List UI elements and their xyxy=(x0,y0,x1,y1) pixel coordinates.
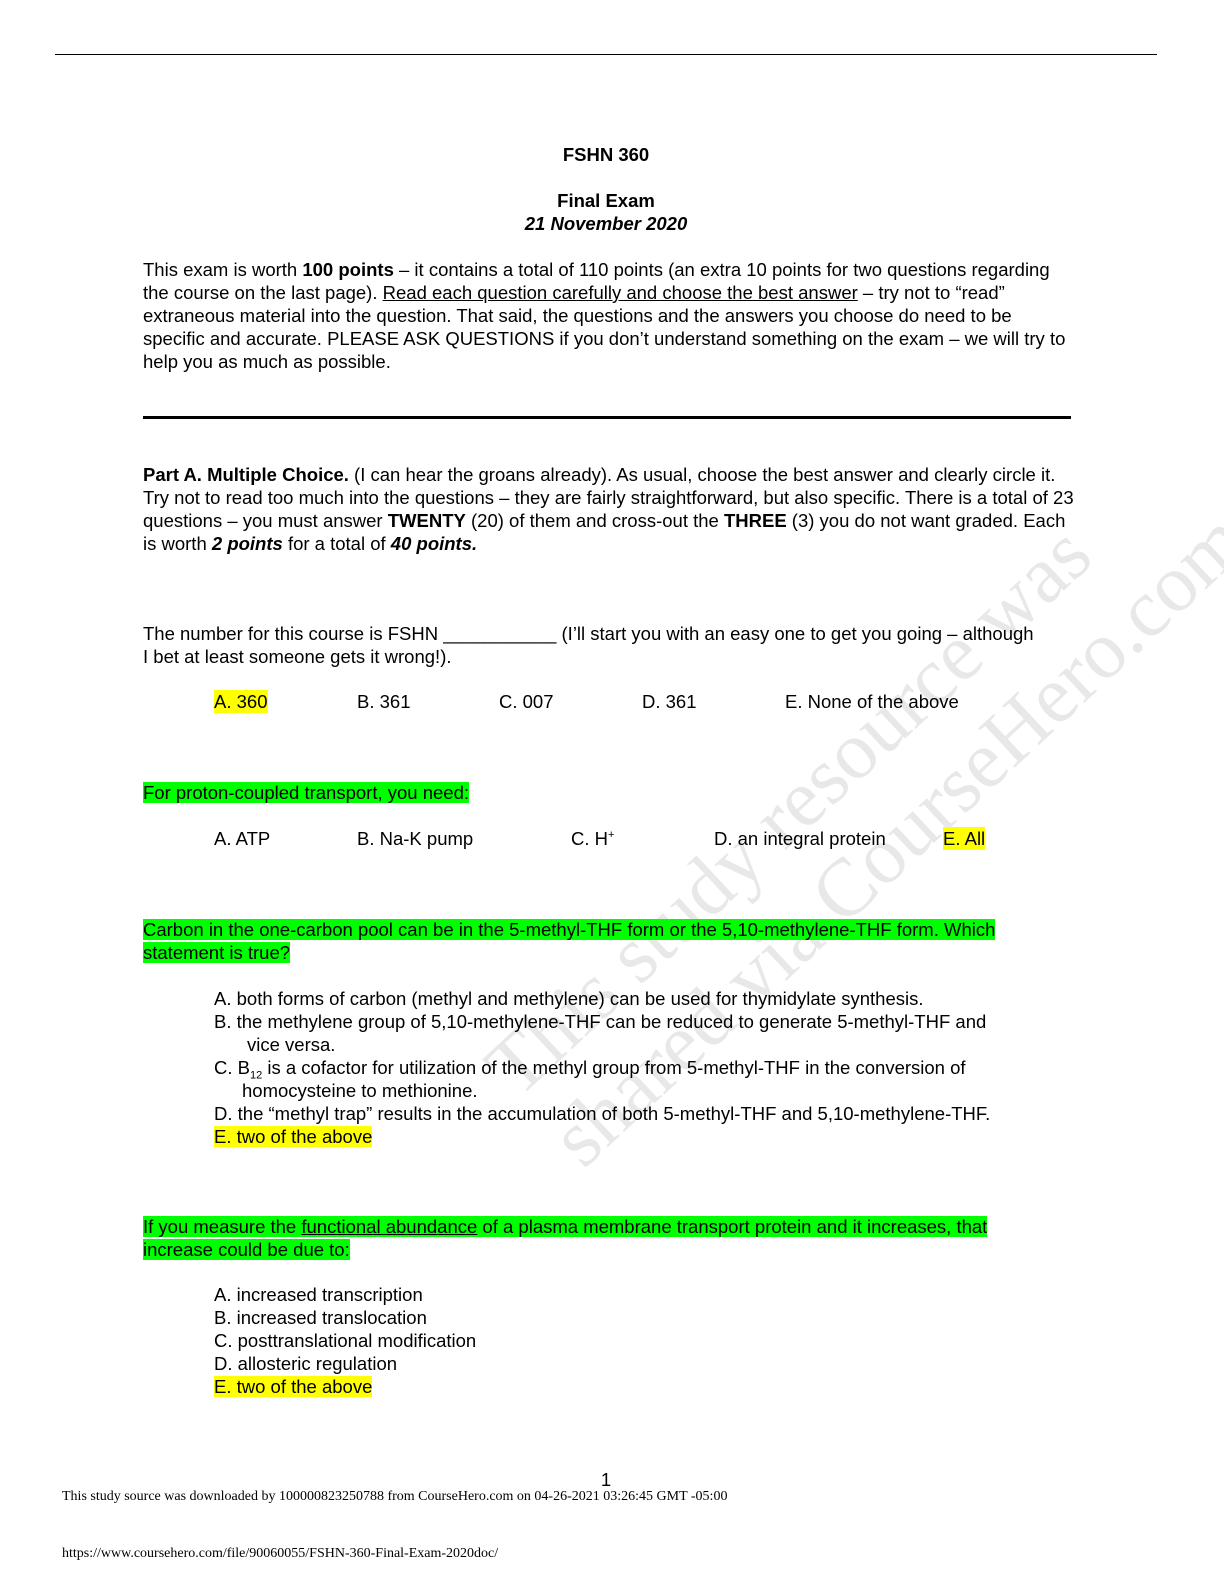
q4-option-b[interactable]: B. increased translocation xyxy=(214,1307,427,1328)
q3-option-c-text-2: is a cofactor for utilization of the met… xyxy=(262,1057,966,1078)
q2-option-a[interactable]: A. ATP xyxy=(214,828,271,849)
part-a-heading: Part A. Multiple Choice. xyxy=(143,464,349,485)
q3-option-b[interactable]: B. the methylene group of 5,10-methylene… xyxy=(214,1011,987,1032)
q4-stem-text-2: of a plasma membrane transport protein a… xyxy=(477,1216,988,1237)
q1-option-c[interactable]: C. 007 xyxy=(499,691,554,712)
watermark-line2: shared via CourseHero.com xyxy=(533,493,1224,1184)
q2-stem: For proton-coupled transport, you need: xyxy=(143,782,469,803)
intro-text-3: – try not to “read” extraneous material … xyxy=(143,282,1066,372)
exam-title: Final Exam xyxy=(557,190,655,211)
part-a-text-4: for a total of xyxy=(282,533,391,554)
part-a-total-points: 40 points. xyxy=(390,533,478,554)
download-notice: This study source was downloaded by 1000… xyxy=(62,1489,728,1504)
exam-date: 21 November 2020 xyxy=(524,213,688,234)
q4-option-e[interactable]: E. two of the above xyxy=(214,1376,373,1397)
part-a-three: THREE xyxy=(723,510,787,531)
intro-text-1: This exam is worth xyxy=(143,259,303,280)
q1-stem: The number for this course is FSHN _____… xyxy=(143,623,1034,667)
q2-option-c-text: C. H xyxy=(571,828,608,849)
q4-stem-line1: If you measure the functional abundance … xyxy=(143,1216,988,1237)
q3-option-c-cont: homocysteine to methionine. xyxy=(242,1080,478,1101)
part-a-points-each: 2 points xyxy=(211,533,283,554)
part-a-twenty: TWENTY xyxy=(387,510,466,531)
q3-stem-line2: statement is true? xyxy=(143,942,291,963)
q2-option-d[interactable]: D. an integral protein xyxy=(714,828,886,849)
q4-option-c[interactable]: C. posttranslational modification xyxy=(214,1330,477,1351)
q3-option-c-subscript: 12 xyxy=(249,1069,263,1082)
q1-option-b[interactable]: B. 361 xyxy=(357,691,411,712)
q2-option-c[interactable]: C. H+ xyxy=(571,827,614,850)
part-a-text-2: (20) of them and cross-out the xyxy=(465,510,724,531)
q4-stem-underlined: functional abundance xyxy=(301,1216,478,1237)
part-a-text-1: (I can hear the groans already). As usua… xyxy=(143,464,1074,531)
q4-stem-text-1: If you measure the xyxy=(143,1216,302,1237)
intro-underlined: Read each question carefully and choose … xyxy=(382,282,858,303)
q2-option-b[interactable]: B. Na-K pump xyxy=(357,828,474,849)
q1-option-e[interactable]: E. None of the above xyxy=(785,691,959,712)
q3-option-e[interactable]: E. two of the above xyxy=(214,1126,373,1147)
page-number: 1 xyxy=(600,1469,612,1490)
q4-option-d[interactable]: D. allosteric regulation xyxy=(214,1353,398,1374)
q1-option-d[interactable]: D. 361 xyxy=(642,691,697,712)
intro-points: 100 points xyxy=(302,259,394,280)
course-title: FSHN 360 xyxy=(562,144,650,165)
q3-option-d[interactable]: D. the “methyl trap” results in the accu… xyxy=(214,1103,991,1124)
q4-stem-line2: increase could be due to: xyxy=(143,1239,350,1260)
q1-option-a[interactable]: A. 360 xyxy=(214,690,268,713)
q4-option-a[interactable]: A. increased transcription xyxy=(214,1284,423,1305)
q3-option-c[interactable]: C. B12 is a cofactor for utilization of … xyxy=(214,1056,966,1082)
top-rule xyxy=(55,54,1157,55)
part-a-text-3: (3) you do not want graded. Each is wort… xyxy=(143,510,1066,554)
intro-text-2: – it contains a total of 110 points (an … xyxy=(143,259,1050,303)
section-divider xyxy=(143,416,1071,419)
q3-stem-line1: Carbon in the one-carbon pool can be in … xyxy=(143,919,996,940)
q2-option-c-superscript: + xyxy=(608,828,615,841)
q3-option-b-cont: vice versa. xyxy=(247,1034,336,1055)
q2-option-e[interactable]: E. All xyxy=(943,827,986,850)
q3-option-c-text-1: C. B xyxy=(214,1057,250,1078)
intro-paragraph: This exam is worth 100 points – it conta… xyxy=(143,258,1078,373)
part-a-instructions: Part A. Multiple Choice. (I can hear the… xyxy=(143,463,1078,555)
q3-option-a[interactable]: A. both forms of carbon (methyl and meth… xyxy=(214,988,924,1009)
source-url[interactable]: https://www.coursehero.com/file/90060055… xyxy=(62,1546,499,1561)
